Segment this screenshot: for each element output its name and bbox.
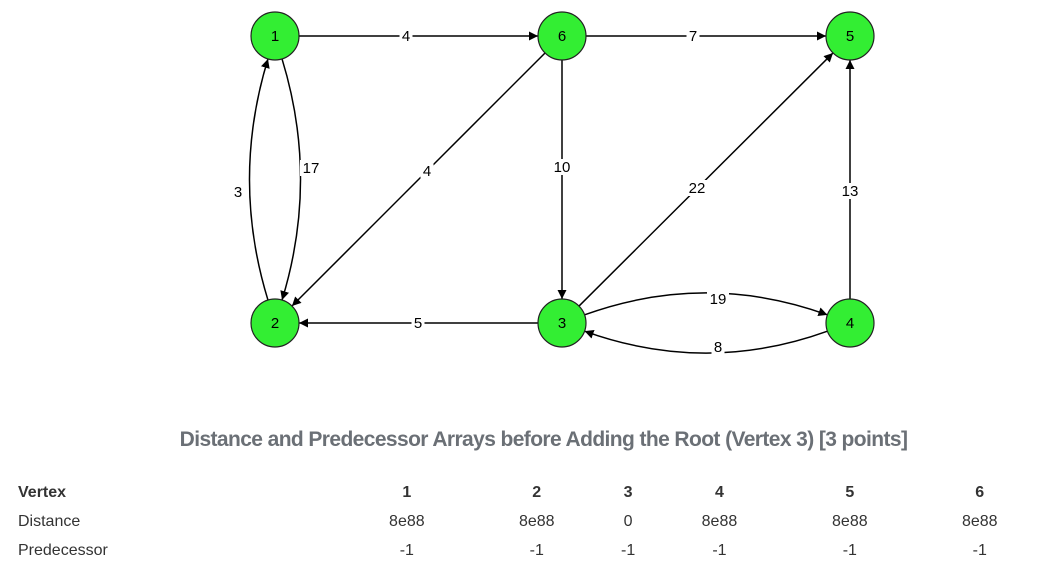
edge-3-to-5 [578, 52, 834, 307]
vertex-circle [250, 11, 300, 61]
edge-weight-1-2: 17 [303, 160, 320, 177]
distance-cell: 8e88 [961, 512, 998, 530]
header-vertex: Vertex [18, 483, 67, 501]
edge-weight-1-6: 4 [402, 28, 410, 45]
edge-weight-6-3: 10 [554, 159, 571, 176]
section-title: Distance and Predecessor Arrays before A… [179, 428, 908, 451]
edge-label-background [686, 180, 708, 196]
edge-3-to-4 [584, 292, 828, 317]
predecessor-cell: -1 [712, 541, 727, 559]
distance-cell: 8e88 [518, 512, 555, 530]
vertex-label: 2 [271, 315, 279, 332]
edge-label-background [300, 160, 322, 176]
distance-cell: 8e88 [832, 512, 868, 530]
distance-cell: 8e88 [701, 512, 738, 530]
edge-2-to-1 [248, 58, 270, 301]
edge-weight-3-5: 22 [689, 180, 706, 197]
edge-weight-6-5: 7 [689, 28, 697, 45]
edge-weight-3-2: 5 [414, 315, 422, 332]
edge-label-background [839, 183, 861, 199]
predecessor-cell: -1 [399, 541, 414, 559]
edge-1-to-2 [280, 58, 302, 301]
table-header-row: Vertex 1 2 3 4 5 6 [18, 478, 1044, 507]
vertex-1: 1 [250, 11, 300, 61]
edge-weight-6-2: 4 [423, 163, 431, 180]
header-vertex-4: 4 [715, 483, 724, 501]
header-vertex-5: 5 [845, 483, 855, 501]
header-vertex-1: 1 [402, 483, 412, 501]
vertex-6: 6 [537, 11, 587, 61]
vertex-circle [537, 11, 587, 61]
distance-cell: 8e88 [389, 512, 425, 530]
header-vertex-2: 2 [532, 483, 542, 501]
edge-weight-4-3: 19 [710, 291, 727, 308]
predecessor-cell: -1 [972, 541, 987, 559]
distance-predecessor-table: Vertex 1 2 3 4 5 6 Distance 8e88 8e88 0 … [18, 478, 1044, 565]
edge-label-background [420, 163, 434, 179]
edge-4-to-3 [584, 329, 828, 354]
row-label: Predecessor [18, 541, 108, 559]
graph-diagram: 4 7 17 3 4 10 22 13 5 19 8 1 6 5 2 3 4 [231, 11, 875, 356]
edge-weight-2-1: 3 [234, 184, 242, 201]
vertex-label: 3 [558, 315, 566, 332]
edge-weight-3-4: 8 [714, 339, 722, 356]
table-row-predecessor: Predecessor -1 -1 -1 -1 -1 -1 [18, 536, 1044, 565]
vertex-label: 6 [558, 28, 566, 45]
edge-label-background [551, 159, 573, 175]
edge-label-background [411, 315, 425, 331]
vertex-label: 4 [846, 315, 854, 332]
row-label: Distance [18, 512, 81, 530]
edge-label-background [231, 184, 245, 200]
vertex-circle [825, 298, 875, 348]
vertex-circle [250, 298, 300, 348]
vertex-label: 1 [271, 28, 279, 45]
vertex-2: 2 [250, 298, 300, 348]
vertex-4: 4 [825, 298, 875, 348]
predecessor-cell: -1 [842, 541, 857, 559]
header-vertex-6: 6 [975, 483, 985, 501]
edge-label-background [399, 28, 413, 44]
header-vertex-3: 3 [623, 483, 633, 501]
vertex-circle [825, 11, 875, 61]
vertex-label: 5 [846, 28, 854, 45]
predecessor-cell: -1 [529, 541, 544, 559]
vertex-3: 3 [537, 298, 587, 348]
predecessor-cell: -1 [620, 541, 636, 559]
distance-cell: 0 [623, 512, 633, 530]
edge-6-to-2 [291, 52, 546, 307]
edge-weight-4-5: 13 [842, 183, 859, 200]
edge-label-background [707, 291, 729, 307]
vertex-5: 5 [825, 11, 875, 61]
edge-label-background [711, 339, 725, 355]
table-row-distance: Distance 8e88 8e88 0 8e88 8e88 8e88 [18, 507, 1044, 536]
edge-label-background [686, 28, 700, 44]
vertex-circle [537, 298, 587, 348]
